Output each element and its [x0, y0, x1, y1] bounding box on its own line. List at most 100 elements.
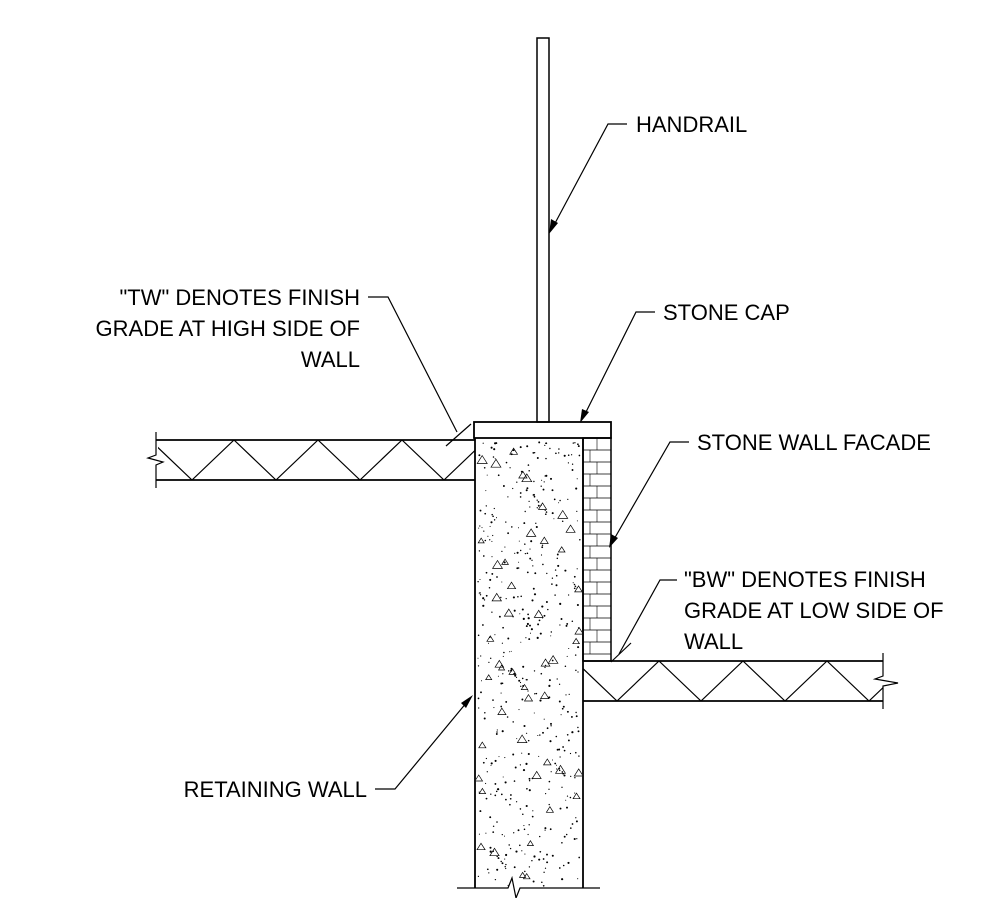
concrete-speck	[493, 707, 495, 709]
concrete-speck	[568, 693, 570, 696]
concrete-aggregate	[489, 847, 500, 857]
concrete-speck	[569, 827, 572, 829]
concrete-speck	[544, 444, 546, 447]
concrete-speck	[501, 581, 503, 583]
concrete-speck	[484, 712, 486, 714]
concrete-speck	[528, 777, 531, 780]
concrete-aggregate	[572, 637, 581, 645]
concrete-speck	[516, 481, 518, 483]
retaining-wall-label: RETAINING WALL	[183, 777, 367, 802]
concrete-aggregate	[547, 655, 559, 664]
concrete-speck	[550, 635, 552, 637]
concrete-aggregate	[503, 608, 514, 617]
concrete-speck	[577, 730, 580, 733]
concrete-speck	[529, 632, 532, 634]
concrete-speck	[574, 442, 576, 444]
concrete-speck	[479, 525, 481, 527]
concrete-speck	[548, 696, 551, 699]
concrete-speck	[545, 793, 547, 795]
concrete-speck	[492, 825, 495, 828]
concrete-aggregate	[554, 764, 567, 774]
concrete-speck	[519, 844, 521, 847]
concrete-speck	[565, 694, 567, 696]
concrete-speck	[507, 532, 510, 535]
concrete-speck	[528, 638, 531, 641]
concrete-speck	[561, 707, 564, 710]
concrete-speck	[505, 461, 508, 464]
concrete-speck	[490, 762, 493, 765]
concrete-speck	[559, 602, 562, 605]
concrete-speck	[538, 755, 540, 757]
concrete-speck	[575, 820, 578, 823]
concrete-speck	[533, 670, 536, 672]
concrete-speck	[510, 669, 513, 672]
concrete-aggregate	[533, 609, 544, 618]
concrete-speck	[498, 615, 501, 618]
concrete-speck	[554, 762, 557, 765]
concrete-speck	[500, 793, 503, 796]
concrete-speck	[532, 452, 535, 454]
concrete-speck	[490, 446, 493, 449]
concrete-speck	[545, 511, 548, 513]
concrete-speck	[489, 850, 492, 853]
concrete-aggregate	[477, 537, 485, 544]
concrete-speck	[505, 863, 507, 866]
concrete-speck	[537, 734, 539, 737]
concrete-speck	[490, 764, 492, 766]
concrete-speck	[513, 866, 516, 869]
concrete-speck	[494, 759, 497, 762]
concrete-speck	[538, 858, 541, 861]
concrete-aggregate	[478, 741, 487, 749]
concrete-speck	[482, 597, 485, 600]
concrete-speck	[577, 627, 580, 629]
concrete-speck	[566, 795, 569, 797]
concrete-aggregate	[574, 626, 582, 635]
concrete-speck	[536, 457, 539, 459]
concrete-speck	[571, 620, 574, 622]
concrete-speck	[555, 584, 558, 587]
concrete-speck	[496, 821, 498, 823]
concrete-speck	[487, 642, 490, 644]
concrete-speck	[523, 522, 526, 525]
concrete-speck	[485, 490, 487, 492]
concrete-speck	[548, 684, 551, 687]
concrete-speck	[501, 833, 503, 836]
concrete-speck	[500, 860, 502, 863]
concrete-speck	[533, 495, 536, 498]
concrete-speck	[544, 666, 546, 669]
concrete-speck	[531, 559, 533, 561]
concrete-speck	[578, 454, 581, 457]
concrete-speck	[577, 443, 579, 446]
concrete-speck	[535, 525, 538, 529]
concrete-speck	[527, 833, 529, 836]
concrete-speck	[551, 577, 554, 579]
concrete-speck	[521, 677, 524, 680]
stone-wall-facade-label: STONE WALL FACADE	[697, 430, 931, 455]
concrete-speck	[533, 593, 537, 596]
concrete-speck	[539, 699, 542, 702]
concrete-speck	[533, 493, 535, 496]
concrete-speck	[491, 540, 493, 542]
concrete-speck	[496, 576, 498, 578]
concrete-speck	[535, 692, 538, 695]
concrete-speck	[526, 571, 529, 574]
concrete-speck	[519, 492, 522, 494]
concrete-speck	[577, 878, 579, 880]
concrete-speck	[486, 868, 489, 871]
concrete-speck	[507, 884, 509, 886]
concrete-speck	[482, 761, 485, 764]
concrete-speck	[505, 798, 507, 801]
concrete-speck	[477, 580, 479, 583]
concrete-speck	[551, 854, 554, 857]
concrete-speck	[567, 594, 570, 596]
concrete-speck	[504, 757, 506, 759]
concrete-speck	[548, 679, 551, 682]
concrete-speck	[536, 507, 538, 509]
concrete-speck	[519, 808, 522, 810]
concrete-aggregate	[520, 683, 529, 690]
concrete-speck	[562, 864, 565, 867]
concrete-speck	[542, 858, 545, 860]
concrete-speck	[566, 806, 568, 809]
concrete-speck	[518, 561, 520, 563]
concrete-speck	[505, 598, 507, 600]
